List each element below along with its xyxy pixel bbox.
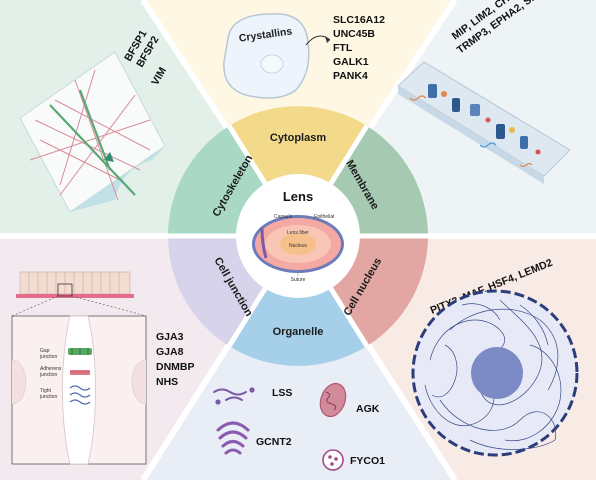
lens-fiber-label: Lens fiber	[287, 230, 309, 236]
nucleolus	[471, 347, 523, 399]
cytoplasm-panel: Crystallins SLC16A12 UNC45B FTL GALK1 PA…	[223, 13, 385, 99]
lens-center: Lens Capsule Epithelial Lens fiber Nucle…	[252, 189, 344, 283]
epithelial-label: Epithelial	[314, 214, 334, 220]
gene-gja8: GJA8	[156, 346, 184, 358]
adherens-junction-label-1: Adherens	[40, 366, 62, 372]
lysosome-icon	[322, 449, 344, 471]
membrane-proteins	[409, 84, 541, 168]
gene-pank4: PANK4	[333, 70, 368, 82]
gene-ftl: FTL	[333, 42, 353, 54]
gap-junction-label-1: Gap	[40, 348, 50, 354]
adherens-junction-label-2: junction	[39, 372, 57, 378]
gene-nhs: NHS	[156, 376, 178, 388]
gene-unc45b: UNC45B	[333, 28, 375, 40]
gap-junction-label-2: junction	[39, 354, 57, 360]
golgi-icon	[216, 421, 250, 455]
cell-junction-panel: Gap junction Adherens junction Tight jun…	[11, 271, 195, 465]
lens-nucleus-shape	[280, 233, 316, 255]
gene-lss: LSS	[272, 387, 292, 399]
mitochondrion-icon	[319, 382, 347, 418]
vim-filaments	[49, 89, 136, 196]
suture-label: Suture	[291, 277, 306, 283]
cytoplasm-sector	[229, 106, 367, 236]
gene-gcnt2: GCNT2	[256, 436, 292, 448]
cell-nucleus-spot	[260, 54, 284, 74]
gene-agk: AGK	[356, 403, 380, 415]
organelle-label: Organelle	[273, 326, 324, 338]
capsule-label: Capsule	[274, 214, 293, 220]
nucleus-label: Nucleus	[289, 243, 308, 249]
tight-junction-label-2: junction	[39, 394, 57, 400]
adherens-junction-icon	[70, 370, 90, 375]
er-icon	[213, 387, 255, 405]
tight-junction-label-1: Tight	[40, 388, 52, 394]
gene-gja3: GJA3	[156, 331, 184, 343]
gene-galk1: GALK1	[333, 56, 369, 68]
cytoplasm-label: Cytoplasm	[270, 132, 326, 144]
tight-junction-icon	[69, 385, 91, 405]
organelle-sector	[229, 236, 367, 366]
gene-dnmbp: DNMBP	[156, 361, 195, 373]
gap-junction-icon	[68, 348, 92, 355]
epithelium-strip	[16, 271, 134, 298]
lens-title: Lens	[283, 189, 313, 204]
chromatin	[424, 299, 562, 450]
gene-slc16a12: SLC16A12	[333, 14, 385, 26]
organelle-panel: LSS AGK GCNT2 FYCO1	[213, 382, 385, 471]
gene-fyco1: FYCO1	[350, 455, 385, 467]
